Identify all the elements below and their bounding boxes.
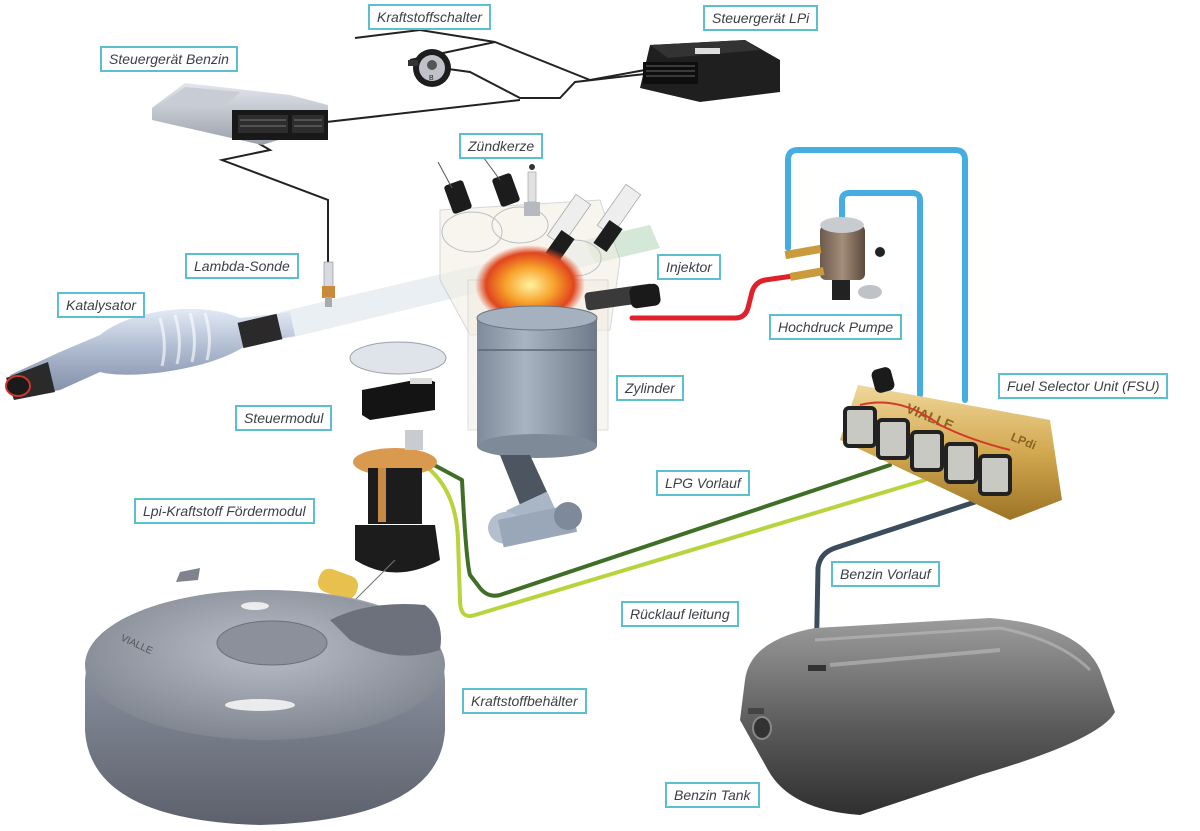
wire-ecu-to-benzin-ecu — [299, 99, 521, 126]
label-steuergeraet-lpi: Steuergerät LPi — [703, 5, 819, 31]
label-zylinder: Zylinder — [616, 375, 684, 401]
piston — [476, 305, 598, 458]
lpi-pump-module — [317, 430, 440, 601]
control-module — [349, 341, 447, 420]
label-steuergeraet-benzin: Steuergerät Benzin — [100, 46, 238, 72]
petrol-tank — [740, 618, 1115, 815]
signal-wiring — [218, 28, 646, 262]
fuel-switch: B — [408, 49, 451, 87]
line-benzin-vorlauf — [813, 499, 978, 673]
combustion-flame — [475, 245, 585, 325]
wire-switch-to-benzin-ecu — [411, 63, 646, 99]
fsu-valves — [843, 406, 1012, 496]
line-lpg-pump-outer — [785, 147, 968, 403]
label-lpi-foerdermodul: Lpi-Kraftstoff Fördermodul — [134, 498, 315, 524]
line-lpg-pump-inner — [839, 190, 923, 398]
label-hochdruck-pumpe: Hochdruck Pumpe — [769, 314, 903, 340]
catalytic-converter — [5, 308, 295, 400]
benzin-ecu — [152, 83, 328, 145]
injector — [584, 283, 661, 311]
wire-to-switch — [354, 28, 496, 43]
label-zuendkerze: Zündkerze — [459, 133, 544, 159]
crankshaft — [488, 455, 582, 548]
svg-text:B: B — [429, 75, 434, 82]
wire-benzin-ecu-to-lambda — [218, 142, 329, 262]
line-lpg-vorlauf — [408, 450, 892, 598]
ignition-coils — [437, 149, 520, 214]
label-fsu: Fuel Selector Unit (FSU) — [998, 373, 1169, 399]
label-ruecklauf-leitung: Rücklauf leitung — [621, 601, 739, 627]
label-lambda-sonde: Lambda-Sonde — [185, 253, 299, 279]
spark-plug — [524, 164, 540, 216]
label-benzin-vorlauf: Benzin Vorlauf — [831, 561, 940, 587]
lpg-tank: VIALLE — [85, 568, 445, 825]
lpi-ecu — [640, 40, 780, 102]
wire-switch-to-lpi-ecu — [409, 40, 646, 82]
label-benzin-tank: Benzin Tank — [665, 782, 760, 808]
label-injektor: Injektor — [657, 254, 721, 280]
label-steuermodul: Steuermodul — [235, 405, 333, 431]
line-hochdruck — [629, 272, 803, 321]
engine-cylinder — [437, 149, 661, 548]
intake-pipes — [545, 183, 642, 263]
fuel-selector-unit: VIALLE LPdi — [840, 367, 1062, 520]
label-kraftstoffbehaelter: Kraftstoffbehälter — [462, 688, 587, 714]
lambda-sensor — [322, 261, 335, 307]
high-pressure-pump — [784, 217, 885, 300]
label-katalysator: Katalysator — [57, 292, 146, 318]
label-kraftstoffschalter: Kraftstoffschalter — [368, 4, 492, 30]
label-lpg-vorlauf: LPG Vorlauf — [656, 470, 750, 496]
